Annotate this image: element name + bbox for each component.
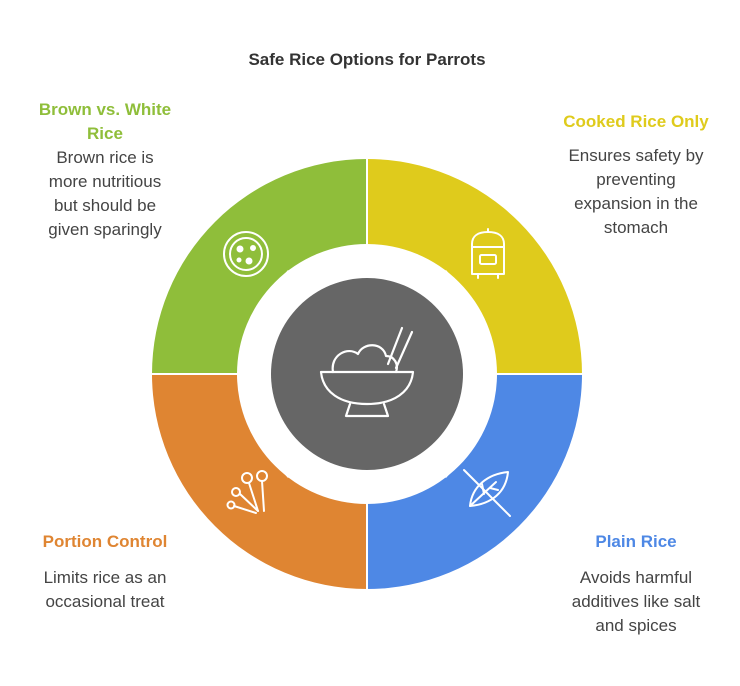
diagram-title: Safe Rice Options for Parrots: [248, 50, 486, 69]
heading-brown-vs-white: Brown vs. White Rice: [10, 98, 200, 146]
no-spices-icon: [463, 469, 511, 517]
heading-line-1: Brown vs. White: [38, 100, 172, 119]
rice-cooker-icon: [471, 228, 505, 279]
heading-line-2: Rice: [87, 124, 123, 143]
description-line: additives like salt: [571, 592, 701, 611]
description-line: expansion in the: [574, 194, 698, 213]
description-line: Avoids harmful: [579, 568, 693, 587]
description-line: occasional treat: [45, 592, 165, 611]
description-plain-rice: Avoids harmful additives like salt and s…: [536, 566, 736, 638]
portion-spoons-icon: [226, 470, 268, 514]
heading-plain-rice: Plain Rice: [595, 532, 677, 551]
label-plain-rice: Plain Rice Avoids harmful additives like…: [536, 530, 736, 638]
description-line: stomach: [603, 218, 669, 237]
rice-bowl-icon: [319, 326, 415, 418]
description-line: preventing: [596, 170, 676, 189]
pizza-icon: [223, 231, 269, 277]
description-cooked-only: Ensures safety by preventing expansion i…: [536, 144, 736, 240]
label-portion-control: Portion Control Limits rice as an occasi…: [10, 530, 200, 614]
segment-dividers: [148, 155, 586, 593]
description-portion-control: Limits rice as an occasional treat: [10, 566, 200, 614]
description-brown-vs-white: Brown rice is more nutritious but should…: [10, 146, 200, 242]
segment-portion-control: [152, 374, 367, 589]
heading-cooked-only: Cooked Rice Only: [563, 112, 709, 131]
center-circle: [271, 278, 463, 470]
description-line: and spices: [595, 616, 677, 635]
description-line: more nutritious: [48, 172, 162, 191]
label-cooked-only: Cooked Rice Only Ensures safety by preve…: [536, 110, 736, 240]
heading-portion-control: Portion Control: [42, 532, 168, 551]
segment-cooked-only: [367, 159, 582, 374]
description-line: Ensures safety by: [568, 146, 704, 165]
segment-brown-vs-white: [152, 159, 367, 374]
description-line: Limits rice as an: [43, 568, 167, 587]
description-line: Brown rice is: [56, 148, 154, 167]
description-line: but should be: [53, 196, 157, 215]
label-brown-vs-white: Brown vs. White Rice Brown rice is more …: [10, 98, 200, 242]
description-line: given sparingly: [48, 220, 162, 239]
